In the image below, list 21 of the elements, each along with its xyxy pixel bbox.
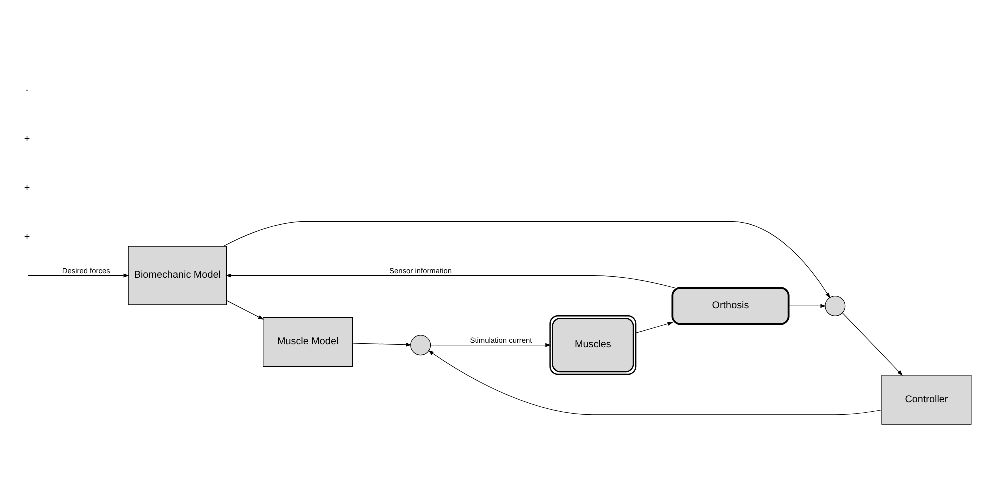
node-box: Biomechanic Model xyxy=(128,246,228,305)
arrow xyxy=(226,300,264,320)
node-box: Muscle Model xyxy=(263,316,354,367)
label: + xyxy=(24,182,30,194)
arrow xyxy=(226,273,676,288)
label: - xyxy=(26,84,29,96)
arrow xyxy=(223,220,830,298)
node-box: Orthosis xyxy=(672,286,790,325)
arrow xyxy=(788,304,826,308)
arrow xyxy=(428,350,882,415)
label: + xyxy=(24,134,30,145)
arrow xyxy=(636,322,674,333)
label: + xyxy=(24,232,30,243)
arrow xyxy=(842,312,904,376)
arrow xyxy=(352,342,412,346)
arrow xyxy=(28,273,130,278)
node-circle xyxy=(410,334,432,356)
node-circle xyxy=(825,295,846,316)
arrow xyxy=(430,342,552,347)
node-box: Controller xyxy=(882,374,972,424)
node-box: Muscles xyxy=(550,315,637,375)
